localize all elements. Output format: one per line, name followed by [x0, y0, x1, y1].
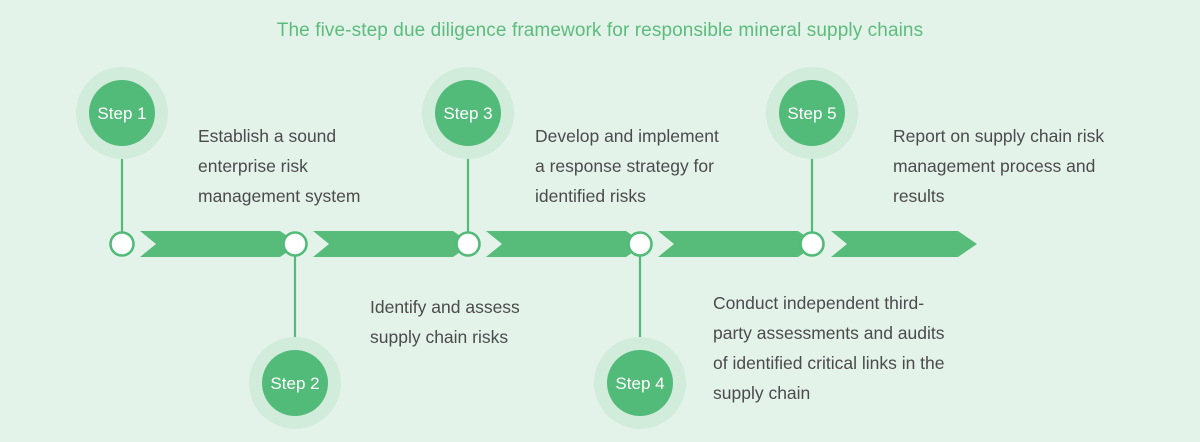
- step-badge-label: Step 5: [787, 103, 837, 123]
- desc-line: management process and: [893, 156, 1096, 176]
- desc-line: Establish a sound: [198, 126, 337, 146]
- step-badge-4[interactable]: Step 4: [594, 337, 686, 429]
- step-badge-label: Step 4: [615, 373, 665, 393]
- step-description-2: Identify and assess supply chain risks: [370, 292, 520, 352]
- chevron-4: [658, 231, 817, 257]
- step-description-1: Establish a sound enterprise risk manage…: [198, 121, 360, 211]
- desc-line: Report on supply chain risk: [893, 126, 1105, 146]
- step-badge-label: Step 3: [443, 103, 493, 123]
- step-badge-2[interactable]: Step 2: [249, 337, 341, 429]
- step-description-4: Conduct independent third- party assessm…: [713, 288, 945, 408]
- step-description-3: Develop and implement a response strateg…: [535, 121, 719, 211]
- step-badge-disc: Step 3: [435, 80, 501, 146]
- desc-line: supply chain: [713, 383, 811, 403]
- desc-line: supply chain risks: [370, 327, 509, 347]
- desc-line: enterprise risk: [198, 156, 308, 176]
- chevron-3: [486, 231, 645, 257]
- desc-line: Identify and assess: [370, 297, 520, 317]
- step-badge-label: Step 1: [97, 103, 147, 123]
- chevron-5: [831, 231, 977, 257]
- desc-line: identified risks: [535, 186, 646, 206]
- chevron-arrows: [140, 231, 977, 257]
- step-description-5: Report on supply chain risk management p…: [893, 121, 1104, 211]
- connector-stems: [120, 158, 814, 345]
- step-badge-disc: Step 2: [262, 350, 328, 416]
- timeline-node-1: [109, 231, 135, 257]
- desc-line: a response strategy for: [535, 156, 714, 176]
- step-badge-disc: Step 4: [607, 350, 673, 416]
- timeline-node-5: [799, 231, 825, 257]
- timeline-node-3: [455, 231, 481, 257]
- timeline-node-2: [282, 231, 308, 257]
- step-badge-disc: Step 1: [89, 80, 155, 146]
- timeline-nodes: [109, 231, 825, 257]
- step-badge-3[interactable]: Step 3: [422, 67, 514, 159]
- desc-line: management system: [198, 186, 361, 206]
- page-title: The five-step due diligence framework fo…: [276, 20, 924, 41]
- step-badge-label: Step 2: [270, 373, 320, 393]
- step-badge-disc: Step 5: [779, 80, 845, 146]
- chevron-1: [140, 231, 299, 257]
- desc-line: of identified critical links in the: [713, 353, 945, 373]
- desc-line: results: [893, 186, 945, 206]
- step-badge-1[interactable]: Step 1: [76, 67, 168, 159]
- step-badge-5[interactable]: Step 5: [766, 67, 858, 159]
- chevron-2: [313, 231, 472, 257]
- desc-line: Develop and implement: [535, 126, 719, 146]
- desc-line: Conduct independent third-: [713, 293, 925, 313]
- timeline-node-4: [627, 231, 653, 257]
- desc-line: party assessments and audits: [713, 323, 945, 343]
